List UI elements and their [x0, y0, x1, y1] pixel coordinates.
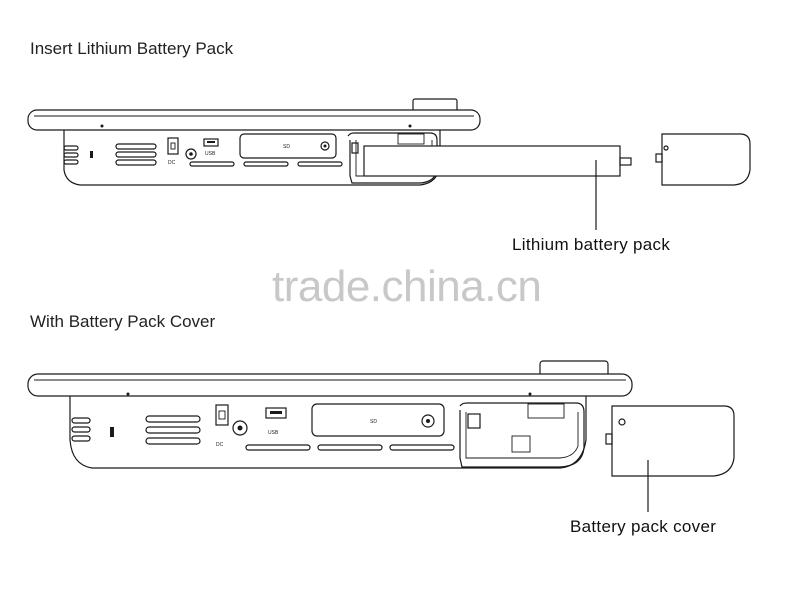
battery-cover-bottom: [605, 405, 735, 477]
section-title-with-cover: With Battery Pack Cover: [30, 312, 216, 331]
usb-port-label-bottom: USB: [268, 430, 279, 436]
dc-port-label-bottom: DC: [216, 442, 224, 448]
dc-port-bottom: DC: [215, 404, 229, 448]
speaker-grille-left-bottom: [71, 417, 91, 442]
sd-slot-label: SD: [283, 144, 290, 150]
device-bottom: DC USB SD: [27, 360, 735, 512]
speaker-grille-left: [63, 145, 79, 165]
vent-slots-bottom: [145, 415, 201, 445]
battery-pack: [363, 145, 632, 177]
battery-cover-top: [655, 133, 751, 186]
battery-bay-bottom: [459, 402, 585, 468]
callout-battery-pack: Lithium battery pack: [512, 235, 671, 254]
callout-battery-cover: Battery pack cover: [570, 517, 717, 536]
usb-port: USB: [203, 138, 219, 157]
sd-slot-label-bottom: SD: [370, 419, 377, 425]
device-top: DC USB SD: [27, 98, 751, 230]
watermark: trade.china.cn: [272, 262, 542, 311]
sd-slot: SD: [239, 133, 337, 159]
section-title-insert: Insert Lithium Battery Pack: [30, 39, 234, 58]
vent-slots: [115, 143, 157, 166]
dc-port: DC: [167, 137, 179, 166]
sd-slot-bottom: SD: [311, 403, 445, 437]
usb-port-bottom: USB: [265, 407, 287, 436]
usb-port-label: USB: [205, 151, 216, 157]
dc-port-label: DC: [168, 160, 176, 166]
